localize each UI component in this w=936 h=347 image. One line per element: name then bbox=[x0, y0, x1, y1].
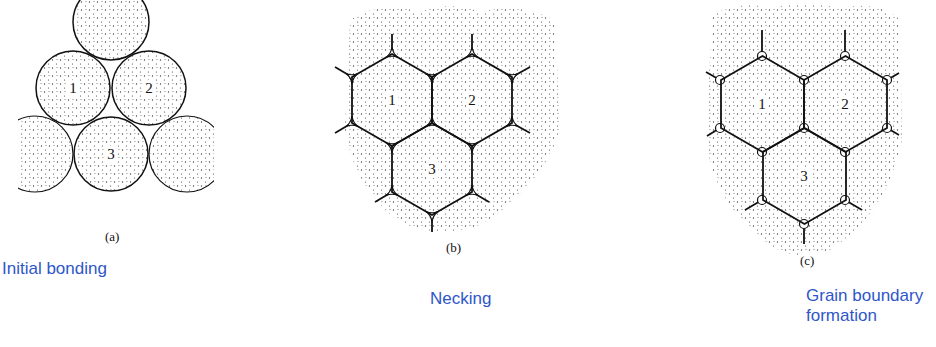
grain-hexagon: 2 bbox=[432, 54, 512, 146]
grain-outline bbox=[432, 54, 512, 146]
particle-circle: 1 bbox=[35, 50, 111, 126]
grain-hexagon: 1 bbox=[352, 54, 432, 146]
particle-number: 3 bbox=[426, 161, 438, 178]
particle-circle: 2 bbox=[111, 50, 187, 126]
residual-pores bbox=[716, 52, 892, 229]
particle-circle: 3 bbox=[73, 116, 149, 192]
pore-cusps bbox=[346, 47, 518, 222]
neighbour-particles bbox=[18, 0, 214, 192]
particle-number: 3 bbox=[798, 168, 810, 185]
panel-letter: (c) bbox=[798, 253, 816, 269]
compact-body bbox=[706, 4, 902, 256]
panel-letter: (a) bbox=[103, 229, 121, 245]
stage-caption: Grain boundary formation bbox=[806, 286, 932, 326]
grain-outline bbox=[392, 123, 472, 215]
grain-hexagon: 3 bbox=[392, 123, 472, 215]
particle-outline bbox=[36, 51, 110, 125]
compact-body bbox=[345, 6, 560, 232]
particle-number: 3 bbox=[105, 146, 117, 163]
grain-outline bbox=[804, 56, 887, 152]
grain-network bbox=[335, 34, 530, 232]
grain-hexagon: 1 bbox=[721, 56, 804, 152]
grain-outline bbox=[352, 54, 432, 146]
particle-number: 2 bbox=[466, 92, 478, 109]
grain-hexagon: 3 bbox=[763, 128, 846, 224]
stage-caption: Initial bonding bbox=[2, 259, 107, 279]
particle-outline bbox=[74, 117, 148, 191]
particle-number: 2 bbox=[839, 96, 851, 113]
particle-outline bbox=[112, 51, 186, 125]
grain-outline bbox=[721, 56, 804, 152]
panel-letter: (b) bbox=[444, 240, 463, 256]
grain-outline bbox=[763, 128, 846, 224]
particle-number: 1 bbox=[756, 96, 768, 113]
grain-network bbox=[706, 30, 899, 244]
stage-caption: Necking bbox=[430, 289, 491, 309]
particle-number: 1 bbox=[67, 80, 79, 97]
particle-number: 1 bbox=[386, 92, 398, 109]
particle-number: 2 bbox=[143, 80, 155, 97]
grain-hexagon: 2 bbox=[804, 56, 887, 152]
